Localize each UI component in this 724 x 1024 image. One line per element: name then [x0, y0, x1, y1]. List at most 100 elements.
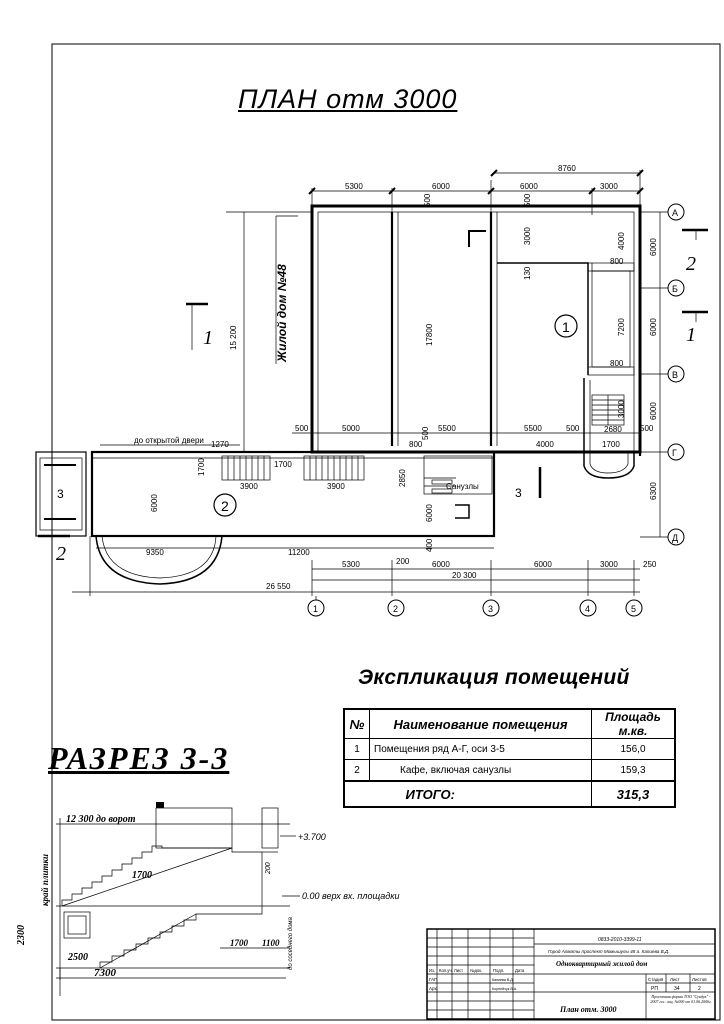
stamp-project: Город Алматы проспект Момышулы 48 а. Кап…	[548, 949, 669, 954]
svg-text:3000: 3000	[617, 400, 626, 418]
svg-text:2500: 2500	[67, 952, 88, 963]
stamp-code: 0833-2010-3399-11	[598, 937, 642, 943]
svg-text:2300: 2300	[16, 925, 27, 946]
svg-text:В: В	[672, 370, 678, 380]
tile-edge-label: край плитки	[40, 854, 50, 906]
table-total-row: ИТОГО: 315,3	[343, 780, 676, 808]
svg-text:200: 200	[396, 557, 410, 566]
elevation-3700: +3.700	[298, 832, 326, 842]
svg-text:6000: 6000	[432, 560, 450, 569]
svg-text:Подп.: Подп.	[493, 968, 504, 973]
total-label: ИТОГО:	[369, 780, 592, 808]
floor-plan: 5300 6000 6000 3000 8760 17800 15 200	[35, 164, 708, 617]
svg-text:1700: 1700	[197, 458, 206, 476]
svg-text:6000: 6000	[425, 504, 434, 522]
stamp-org: Проектная фирма ТОО "Сундук" - 2007 гос.…	[650, 994, 712, 1004]
sanuzly-label: Санузлы	[446, 482, 479, 491]
svg-text:500: 500	[421, 426, 430, 440]
table-row: 1 Помещения ряд А-Г, оси 3-5 156,0	[343, 738, 676, 760]
svg-text:500: 500	[523, 193, 532, 207]
stamp-building: Одноквартирный жилой дом	[556, 960, 648, 968]
svg-text:Листов: Листов	[692, 977, 707, 982]
svg-text:800: 800	[409, 440, 423, 449]
neighbor-building-label: Жилой дом №48	[275, 264, 289, 363]
svg-text:Лист: Лист	[454, 968, 463, 973]
dim-17800: 17800	[425, 323, 434, 346]
neighbor-note: до соседнего дома	[288, 916, 294, 970]
svg-text:4: 4	[585, 604, 590, 614]
svg-text:2850: 2850	[398, 469, 407, 487]
svg-text:5500: 5500	[524, 424, 542, 433]
svg-text:ГАП: ГАП	[429, 977, 437, 982]
section-3-right: 3	[515, 486, 522, 500]
svg-text:5: 5	[631, 604, 636, 614]
svg-text:Г: Г	[672, 448, 677, 458]
svg-text:4000: 4000	[617, 232, 626, 250]
svg-text:1700: 1700	[230, 938, 249, 948]
svg-text:Кол.уч.: Кол.уч.	[439, 968, 453, 973]
svg-text:2680: 2680	[604, 425, 622, 434]
svg-text:1100: 1100	[262, 938, 280, 948]
svg-text:1700: 1700	[274, 460, 292, 469]
svg-text:11200: 11200	[288, 548, 310, 557]
svg-text:3000: 3000	[600, 560, 618, 569]
svg-text:2: 2	[393, 604, 398, 614]
title-block: 0833-2010-3399-11 Город Алматы проспект …	[426, 928, 716, 1020]
elevation-0: 0.00 верх вх. площадки	[302, 891, 399, 901]
dim-top-4: 3000	[600, 182, 618, 191]
door-note: до открытой двери	[134, 436, 204, 445]
plan-title: ПЛАН отм 3000	[238, 84, 458, 114]
svg-text:Б: Б	[672, 284, 678, 294]
svg-text:3900: 3900	[327, 482, 345, 491]
svg-text:3000: 3000	[523, 227, 532, 245]
dim-top-3: 6000	[520, 182, 538, 191]
section-drawing: 12 300 до ворот край плитки 1700 200 +3.…	[16, 802, 399, 996]
axis-bubbles-numbers: 1 2 3 4 5	[307, 599, 643, 617]
svg-text:800: 800	[610, 359, 624, 368]
svg-text:3: 3	[488, 604, 493, 614]
svg-text:А: А	[672, 208, 678, 218]
svg-text:Капиева В.Д.: Капиева В.Д.	[492, 978, 514, 982]
svg-text:№док.: №док.	[470, 968, 482, 973]
header-num: №	[343, 708, 370, 739]
svg-text:250: 250	[643, 560, 657, 569]
svg-text:7200: 7200	[617, 318, 626, 336]
svg-text:500: 500	[295, 424, 309, 433]
svg-text:500: 500	[640, 424, 654, 433]
section-1-left: 1	[203, 327, 213, 349]
gate-label: 12 300 до ворот	[66, 814, 136, 825]
cafe-marker	[213, 493, 237, 517]
svg-text:200: 200	[265, 862, 272, 875]
axis-bubbles-letters: А Б В Г Д	[667, 203, 685, 546]
svg-text:130: 130	[523, 266, 532, 280]
svg-text:2: 2	[698, 986, 701, 992]
section-2-right: 2	[686, 253, 696, 275]
svg-text:5000: 5000	[342, 424, 360, 433]
svg-text:6000: 6000	[649, 402, 658, 420]
svg-text:5500: 5500	[438, 424, 456, 433]
svg-text:400: 400	[425, 538, 434, 552]
svg-text:1700: 1700	[132, 870, 152, 881]
svg-text:Арх.: Арх.	[429, 986, 438, 991]
svg-text:1700: 1700	[602, 440, 620, 449]
svg-text:800: 800	[610, 257, 624, 266]
explication-title: Экспликация помещений	[358, 666, 630, 689]
section-title: РАЗРЕЗ 3-3	[48, 740, 230, 776]
svg-text:РП: РП	[651, 986, 658, 992]
svg-text:20 300: 20 300	[452, 571, 477, 580]
svg-text:1: 1	[562, 319, 570, 335]
table-row: 2 Кафе, включая санузлы 159,3	[343, 759, 676, 782]
svg-text:6000: 6000	[534, 560, 552, 569]
svg-text:1270: 1270	[211, 440, 229, 449]
svg-text:6000: 6000	[649, 238, 658, 256]
svg-text:Д: Д	[672, 533, 678, 543]
svg-text:3900: 3900	[240, 482, 258, 491]
svg-text:Корнейчук В.А.: Корнейчук В.А.	[492, 987, 517, 991]
svg-text:34: 34	[674, 986, 680, 992]
svg-text:6000: 6000	[150, 494, 159, 512]
svg-text:Лист: Лист	[670, 977, 680, 982]
section-2-left: 2	[56, 543, 66, 565]
total-value: 315,3	[591, 780, 676, 808]
explication-table: № Наименование помещения Площадь м.кв. 1…	[343, 708, 676, 808]
